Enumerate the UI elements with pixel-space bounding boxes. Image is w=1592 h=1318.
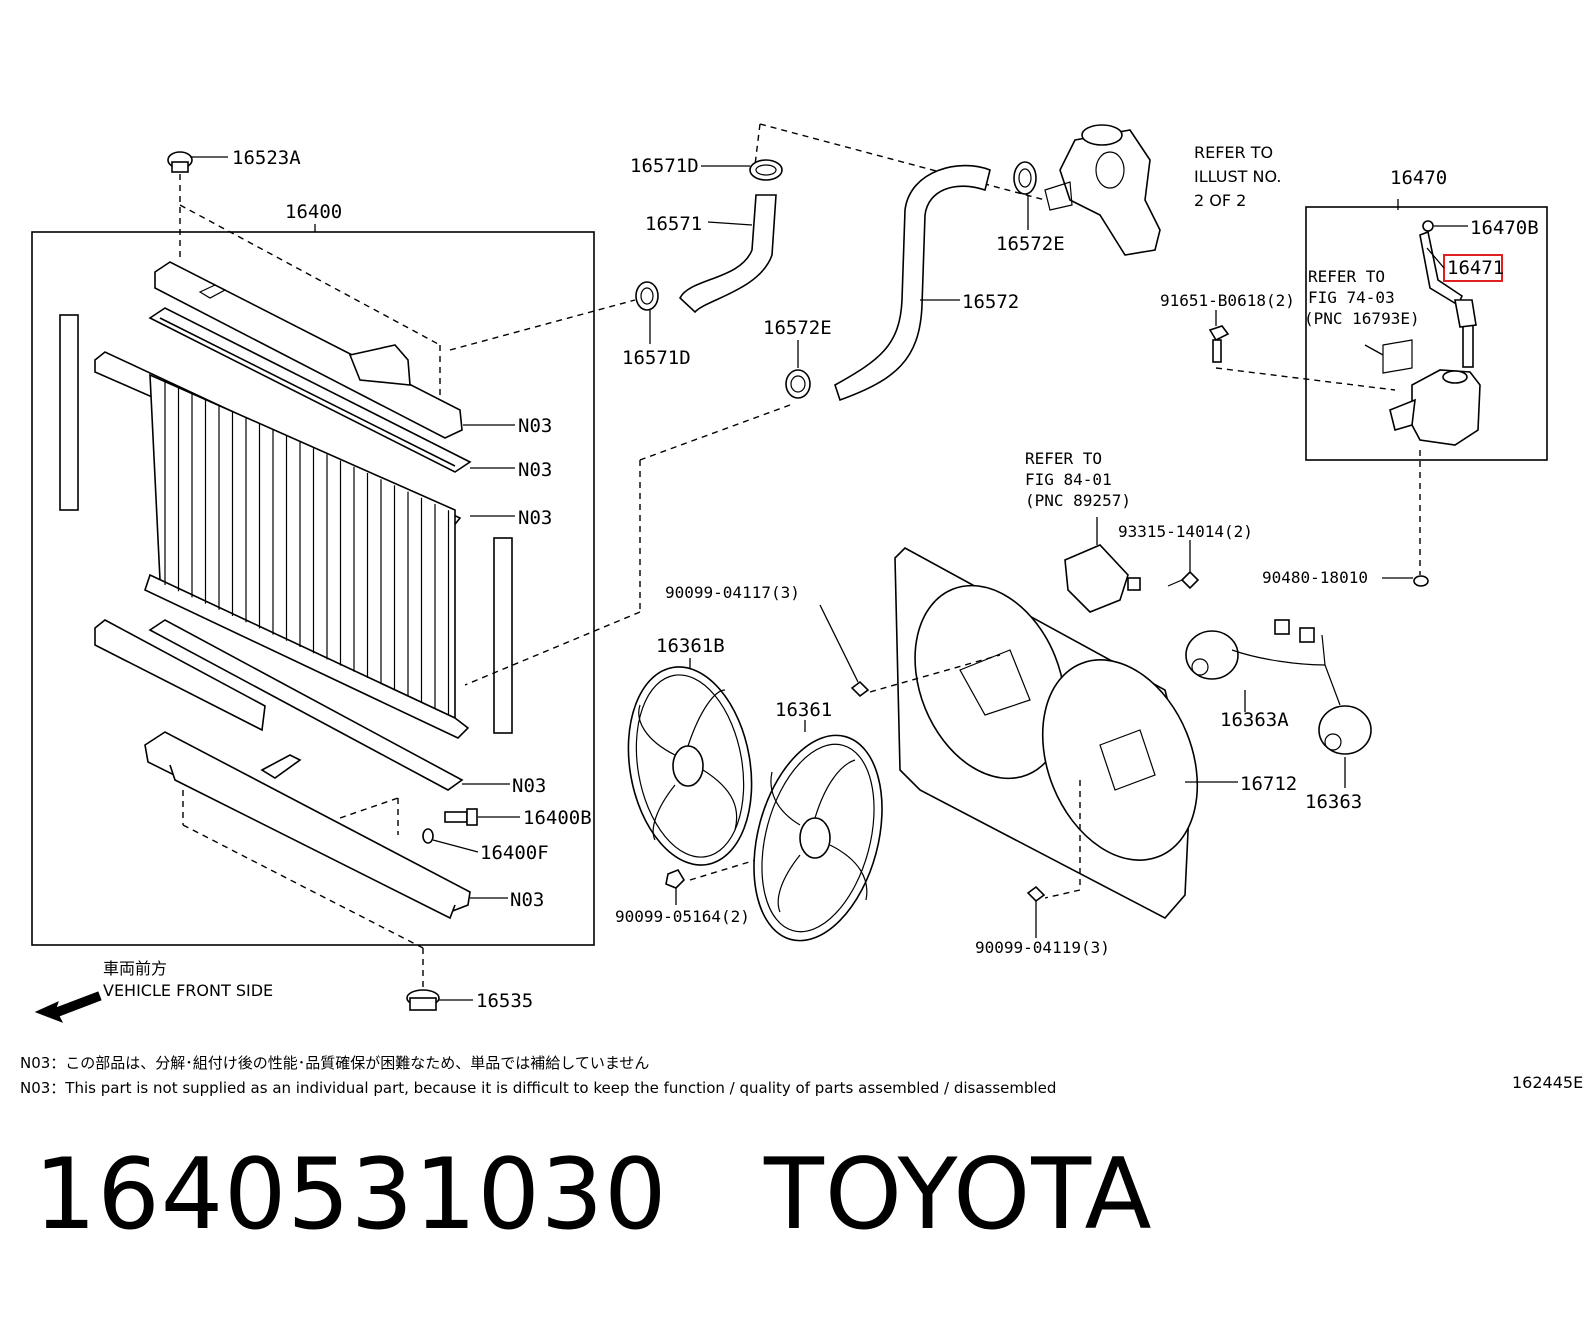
clamp-16572E-mid[interactable]: [785, 340, 811, 399]
label-91651-B0618: 91651-B0618(2): [1160, 291, 1295, 310]
refer-fig84-line1: REFER TO: [1025, 449, 1102, 468]
label-n03-5: N03: [510, 889, 544, 911]
side-seal-right: [493, 537, 513, 734]
vehicle-front-arrow-icon: [34, 991, 102, 1023]
lower-plug-16535[interactable]: [406, 989, 473, 1011]
fan-motor-16363[interactable]: [1318, 664, 1372, 755]
refer-illust-line2: ILLUST NO.: [1194, 167, 1281, 186]
o-ring-16400F[interactable]: [422, 828, 479, 853]
refer-illust-line1: REFER TO: [1194, 143, 1273, 162]
refer-fig74-line1: REFER TO: [1308, 267, 1385, 286]
label-16535: 16535: [476, 990, 533, 1012]
bolt-93315-14014[interactable]: [1167, 540, 1200, 590]
label-16523A: 16523A: [232, 147, 301, 169]
label-90099-04117: 90099-04117(3): [665, 583, 800, 602]
water-outlet-housing: [1044, 124, 1161, 256]
refer-fig84-line3: (PNC 89257): [1025, 491, 1131, 510]
reservoir-hose-16471[interactable]: [1419, 230, 1477, 328]
label-n03-4: N03: [512, 775, 546, 797]
bolt-91651-B0618[interactable]: [1208, 325, 1230, 363]
caption-part-number: 1640531030: [34, 1138, 668, 1252]
label-16361: 16361: [775, 699, 832, 721]
label-16400F: 16400F: [480, 842, 549, 864]
label-16571D-top: 16571D: [630, 155, 699, 177]
label-90099-05164: 90099-05164(2): [615, 907, 750, 926]
label-n03-2: N03: [518, 459, 552, 481]
label-16361B: 16361B: [656, 635, 725, 657]
radiator-assembly-box: [31, 231, 595, 946]
clamp-16470B[interactable]: [1422, 220, 1468, 232]
refer-illust-line3: 2 OF 2: [1194, 191, 1246, 210]
reservoir-group-box: [1305, 206, 1548, 461]
fan-motor-16363A[interactable]: [1185, 619, 1326, 680]
label-16572: 16572: [962, 291, 1019, 313]
nut-90099-05164[interactable]: [665, 869, 686, 905]
label-93315-14014: 93315-14014(2): [1118, 522, 1253, 541]
note-jp: N03：この部品は、分解･組付け後の性能･品質確保が困難なため、単品では補給して…: [20, 1054, 649, 1072]
fan-16361[interactable]: [733, 721, 903, 955]
vehicle-front-en: VEHICLE FRONT SIDE: [103, 981, 273, 1000]
clamp-16572E-top[interactable]: [1013, 161, 1037, 230]
label-90099-04119: 90099-04119(3): [975, 938, 1110, 957]
side-seal-left: [59, 314, 79, 511]
label-16572E-mid: 16572E: [763, 317, 832, 339]
lower-gasket: [148, 619, 464, 791]
hose-16572[interactable]: [834, 164, 991, 402]
fan-relay: [1064, 544, 1141, 613]
radiator-core: [94, 351, 470, 739]
part-caption: 1640531030 TOYOTA: [34, 1138, 1153, 1252]
label-16363A: 16363A: [1220, 709, 1289, 731]
upper-gasket: [148, 307, 472, 473]
hose-16571[interactable]: [679, 194, 777, 314]
radiator-lower-tank: [144, 731, 471, 920]
label-16400B: 16400B: [523, 807, 592, 829]
fan-shroud-16712[interactable]: [888, 547, 1226, 920]
label-16470: 16470: [1390, 167, 1447, 189]
label-16572E-top: 16572E: [996, 233, 1065, 255]
label-n03-1: N03: [518, 415, 552, 437]
label-16471[interactable]: 16471: [1447, 257, 1504, 279]
radiator-core-fins: [164, 380, 450, 716]
label-16363: 16363: [1305, 791, 1362, 813]
grommet-90480-18010[interactable]: [1382, 575, 1429, 587]
reservoir-tank: [1389, 324, 1481, 446]
fan-16361B[interactable]: [614, 657, 767, 875]
caption-brand: TOYOTA: [763, 1138, 1153, 1252]
clamp-16571D-top[interactable]: [701, 159, 783, 181]
label-16571D-bottom: 16571D: [622, 347, 691, 369]
label-16571: 16571: [645, 213, 702, 235]
screw-90099-04119[interactable]: [1026, 885, 1046, 938]
screw-90099-04117[interactable]: [819, 604, 870, 698]
refer-fig74-line3: (PNC 16793E): [1304, 309, 1420, 328]
radiator-plug-16523A[interactable]: [167, 151, 228, 173]
clamp-16571D-bottom[interactable]: [635, 281, 659, 344]
reference-tag-icon: [1382, 339, 1413, 374]
radiator-upper-tank: [154, 261, 463, 439]
refer-fig84-line2: FIG 84-01: [1025, 470, 1112, 489]
refer-fig74-line2: FIG 74-03: [1308, 288, 1395, 307]
lower-seal-strip: [94, 619, 266, 732]
label-n03-3: N03: [518, 507, 552, 529]
diagram-id: 162445E: [1512, 1073, 1583, 1092]
label-90480-18010: 90480-18010: [1262, 568, 1368, 587]
vehicle-front-jp: 車両前方: [103, 959, 167, 978]
label-16712: 16712: [1240, 773, 1297, 795]
note-en: N03：This part is not supplied as an indi…: [20, 1079, 1056, 1097]
label-16400: 16400: [285, 201, 342, 223]
drain-cock-16400B[interactable]: [444, 808, 520, 826]
label-16470B: 16470B: [1470, 217, 1539, 239]
